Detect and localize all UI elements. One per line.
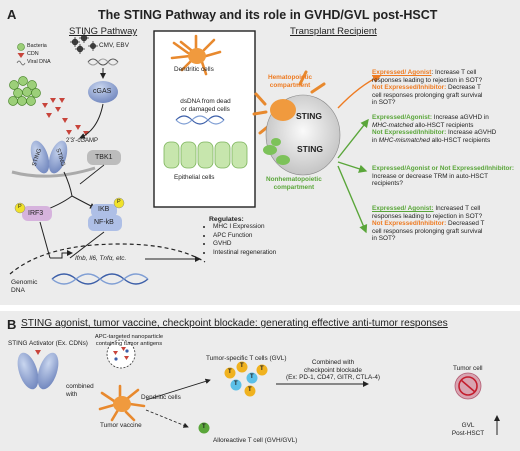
box-dsdna-label: dsDNA from dead or damaged cells (180, 98, 231, 113)
dendritic-cell-icon (98, 384, 146, 422)
tumor-specific-label: Tumor-specific T cells (GVL) (206, 355, 287, 362)
tumor-vaccine-label: Tumor vaccine (100, 422, 142, 429)
viral-dna-icon (87, 58, 119, 66)
regulates-item: MHC I Expression (213, 223, 276, 232)
t-cell-letter: T (234, 381, 238, 387)
alloreactive-label: Alloreactive T cell (GVH/GVL) (213, 437, 298, 444)
regulates-item: Intestinal regeneration (213, 249, 276, 258)
legend-cdn-label: CDN (27, 51, 39, 57)
regulates-item: GVHD (213, 240, 276, 249)
sting-label: STING (296, 111, 322, 121)
regulates-list: MHC I Expression APC Function GVHD Intes… (204, 223, 276, 257)
t-cell-letter: T (250, 374, 254, 380)
checkpoint-label: Combined with checkpoint blockade (Ex: P… (285, 359, 381, 382)
t-cell-letter: T (202, 424, 206, 430)
sting-dimer (30, 140, 68, 174)
nonhematopoietic-label: Nonhematopoietic compartment (266, 176, 322, 191)
bacteria-icon (8, 76, 41, 106)
nfkb-label: NF-kB (94, 219, 114, 226)
box-dendritic-label: Dendritic cells (174, 66, 214, 73)
t-cell-letter: T (228, 369, 232, 375)
sting-dimer (17, 352, 59, 390)
dendritic-cells-label: Dendritic cells (141, 394, 181, 401)
tumor-cell-icon (454, 372, 482, 400)
phospho-icon (14, 202, 26, 214)
cgas-protein (88, 81, 118, 103)
viral-dna-legend-icon (16, 60, 26, 66)
box-epithelial-label: Epithelial cells (174, 174, 215, 181)
t-cell-letter: T (240, 363, 244, 369)
genomic-dna-icon (51, 273, 149, 285)
virus-icon (70, 33, 98, 54)
genes-label: Ifnb, Il6, Tnfα, etc. (75, 255, 127, 262)
dendritic-cell-icon (170, 34, 222, 76)
sting-label: STING (297, 144, 323, 154)
combined-with-label: combined with (66, 383, 94, 398)
cdn-icon (35, 350, 41, 355)
epithelial-cells-icon (163, 141, 248, 169)
t-cell-letter: T (248, 387, 252, 393)
nanoparticle-icon (106, 339, 136, 369)
genomic-dna-label: Genomic DNA (11, 279, 38, 294)
bacteria-legend-icon (17, 43, 25, 51)
cdn-legend-icon (17, 53, 25, 58)
t-cell-letter: T (260, 366, 264, 372)
tbk1-protein (87, 150, 121, 165)
recipient-heading: Transplant Recipient (290, 26, 377, 37)
panel-a-letter: A (7, 7, 17, 22)
dsdna-icon (175, 115, 225, 125)
tumor-cell-label: Tumor cell (453, 365, 483, 372)
legend-bacteria-label: Bacteria (27, 43, 47, 49)
viral-dna-icon (87, 58, 119, 66)
phospho-label: P (117, 199, 121, 205)
virus-label: CMV, EBV (99, 42, 129, 49)
hematopoietic-label: Hematopoietic compartment (268, 74, 313, 89)
cgas-label: cGAS (93, 88, 112, 95)
panel-b-background (0, 311, 520, 451)
phospho-icon (113, 197, 125, 209)
irf3-label: IRF3 (28, 210, 44, 217)
tbk1-label: TBK1 (95, 154, 113, 161)
recipient-cell (252, 70, 341, 176)
irf3-protein (22, 206, 52, 221)
cgamp-label: 2’3’-cGAMP (66, 138, 99, 144)
panel-a-title: The STING Pathway and its role in GVHD/G… (98, 8, 438, 22)
phospho-label: P (18, 204, 22, 210)
alloreactive-t-cell-icon (198, 422, 210, 434)
sting-activator-label: STING Activator (Ex. CDNs) (8, 340, 88, 347)
nfkb-protein (88, 215, 122, 231)
gvl-label: GVL Post-HSCT (451, 422, 485, 437)
pathway-heading: STING Pathway (69, 26, 138, 37)
ikb-protein (91, 204, 117, 217)
regulates-item: APC Function (213, 232, 276, 241)
nanoparticle-label: APC-targeted nanoparticle containing tum… (94, 334, 164, 347)
legend-viral-dna-label: Viral DNA (27, 59, 51, 65)
tumor-specific-t-cells-icon (224, 361, 268, 397)
ikb-label: IKB (98, 206, 110, 213)
cdn-icon (42, 98, 89, 151)
dsdna-icon (175, 115, 225, 125)
panel-b-title: STING agonist, tumor vaccine, checkpoint… (21, 318, 448, 329)
outcome-text: Expressed/Agonist or Not Expressed/Inhib… (372, 165, 515, 188)
panel-a-background (0, 0, 520, 305)
regulates-heading: Regulates: (209, 216, 244, 223)
panel-b-letter: B (7, 317, 17, 332)
